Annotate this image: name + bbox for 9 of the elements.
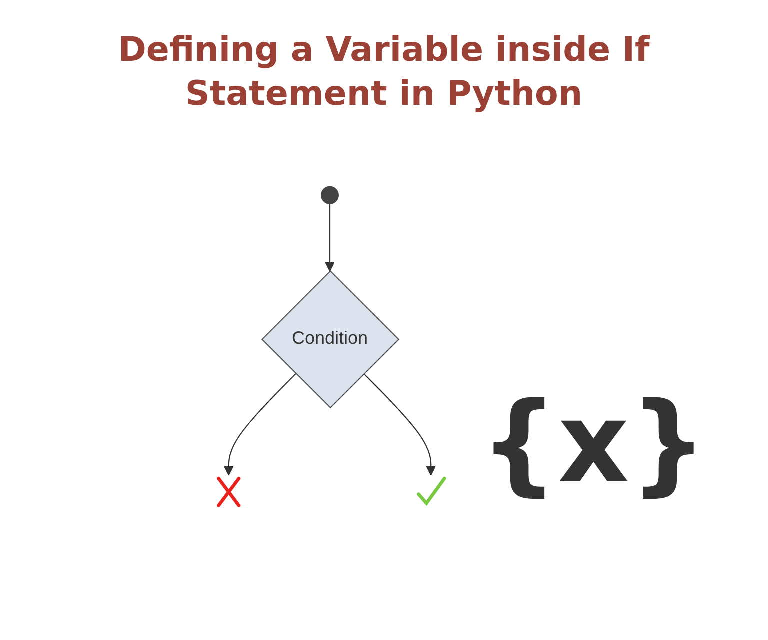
- decision-diamond: Condition: [261, 270, 400, 409]
- title: Defining a Variable inside If Statement in Python: [117, 29, 652, 116]
- arrow: [224, 373, 296, 476]
- arrow: [364, 373, 436, 476]
- arrow: [325, 204, 335, 272]
- variable-label: {x}: [480, 388, 708, 498]
- check-mark: [417, 477, 446, 506]
- start-circle: [321, 186, 339, 204]
- cross-mark: [217, 477, 241, 508]
